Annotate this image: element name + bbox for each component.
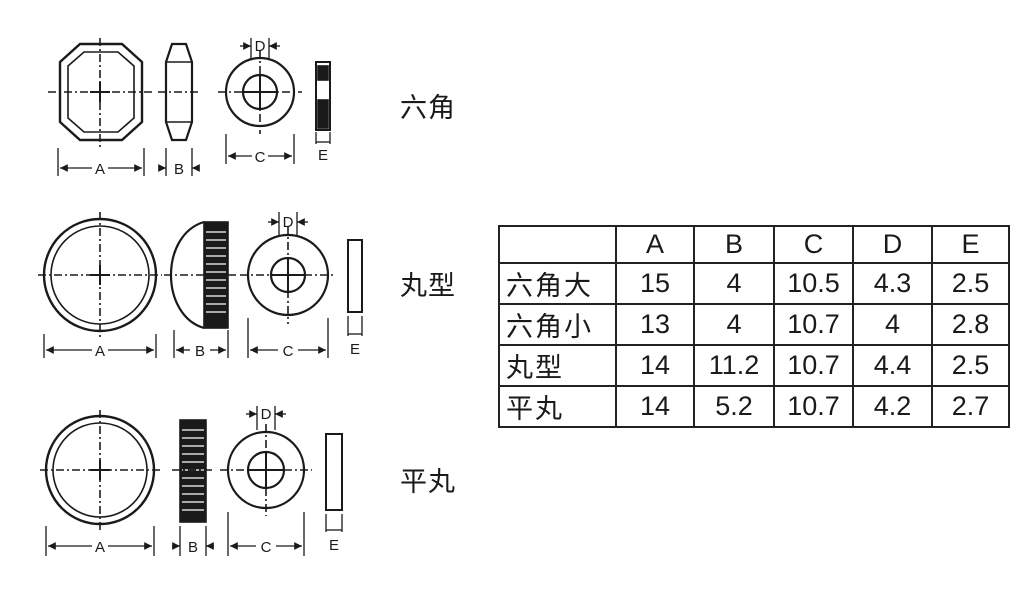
hex-washer-side-view (315, 61, 331, 131)
table-cell: 14 (615, 385, 695, 428)
table-cell: 10.7 (773, 385, 854, 428)
table-row-name: 六角大 (498, 262, 617, 305)
dim-a-flat: A (95, 539, 105, 556)
round-washer-front-view (240, 226, 336, 324)
flat-nut-side-view (172, 419, 214, 523)
table-row: 六角大 15 4 10.5 4.3 2.5 (498, 262, 1010, 305)
flat-nut-front-view (40, 410, 160, 530)
table-cell: 13 (615, 303, 695, 346)
dim-a-round: A (95, 343, 105, 360)
table-row-name: 丸型 (498, 344, 617, 387)
table-header-cell: E (931, 225, 1010, 264)
table-cell: 4.4 (852, 344, 933, 387)
dim-d-flat: D (261, 406, 272, 423)
dim-a-hex: A (95, 161, 105, 178)
label-flat: 平丸 (400, 467, 456, 498)
table-cell: 10.7 (773, 344, 854, 387)
table-header-cell (498, 225, 617, 264)
flat-dimension-lines (45, 406, 343, 556)
dim-e-flat: E (329, 537, 339, 554)
hex-nut-front-view (48, 38, 152, 148)
table-row-name: 平丸 (498, 385, 617, 428)
table-header-cell: D (852, 225, 933, 264)
table-cell: 2.5 (931, 344, 1010, 387)
table-cell: 5.2 (693, 385, 775, 428)
dimension-letters: A B C D E A B C D E A B C D E (95, 38, 360, 556)
table-cell: 4 (693, 262, 775, 305)
table-cell: 4 (852, 303, 933, 346)
table-row-name: 六角小 (498, 303, 617, 346)
table-row: 平丸 14 5.2 10.7 4.2 2.7 (498, 385, 1010, 428)
dim-b-hex: B (174, 161, 184, 178)
table-cell: 2.5 (931, 262, 1010, 305)
round-washer-side-view (347, 239, 363, 313)
table-cell: 2.7 (931, 385, 1010, 428)
table-row: 丸型 14 11.2 10.7 4.4 2.5 (498, 344, 1010, 387)
dim-c-round: C (283, 343, 294, 360)
table-header-cell: C (773, 225, 854, 264)
label-round: 丸型 (400, 271, 456, 302)
table-cell: 14 (615, 344, 695, 387)
flat-washer-side-view (325, 433, 343, 511)
dim-d-round: D (283, 214, 294, 231)
table-cell: 4.2 (852, 385, 933, 428)
round-dimension-lines (43, 212, 363, 358)
table-row: 六角小 13 4 10.7 4 2.8 (498, 303, 1010, 346)
table-cell: 4.3 (852, 262, 933, 305)
table-cell: 10.5 (773, 262, 854, 305)
hex-washer-front-view (218, 50, 302, 134)
dim-b-round: B (195, 343, 205, 360)
table-cell: 15 (615, 262, 695, 305)
dim-c-hex: C (255, 149, 266, 166)
table-cell: 10.7 (773, 303, 854, 346)
table-cell: 2.8 (931, 303, 1010, 346)
table-header-row: A B C D E (498, 225, 1010, 264)
dim-e-round: E (350, 341, 360, 358)
hex-nut-side-view (158, 42, 198, 142)
dim-d-hex: D (255, 38, 266, 55)
round-nut-front-view (38, 212, 162, 338)
label-hex: 六角 (400, 93, 456, 124)
dim-c-flat: C (261, 539, 272, 556)
round-nut-side-view (164, 220, 236, 330)
dim-e-hex: E (318, 147, 328, 164)
dim-b-flat: B (188, 539, 198, 556)
table-cell: 11.2 (693, 344, 775, 387)
table-header-cell: A (615, 225, 695, 264)
flat-washer-front-view (220, 424, 312, 516)
hex-dimension-lines (57, 38, 331, 176)
dimension-table: A B C D E 六角大 15 4 10.5 4.3 2.5 六角小 13 4… (498, 225, 1010, 428)
table-header-cell: B (693, 225, 775, 264)
table-cell: 4 (693, 303, 775, 346)
